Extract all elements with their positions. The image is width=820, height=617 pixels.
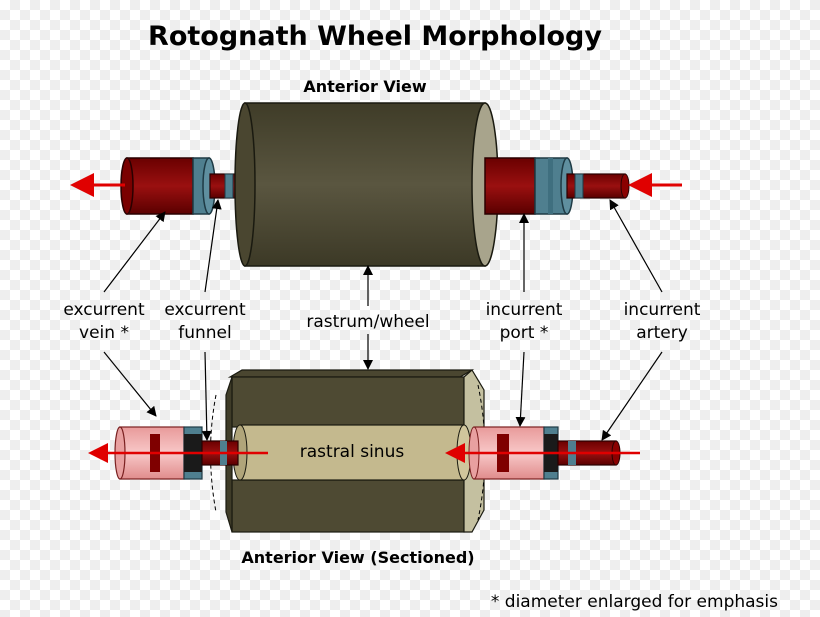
sectioned-rastrum-wheel <box>225 369 485 533</box>
rastral-sinus <box>232 424 472 481</box>
rastral-sinus-label: rastral sinus <box>300 442 405 462</box>
excurrent-funnel-label-line1: excurrent <box>164 300 246 320</box>
incurrent-port-label-line1: incurrent <box>486 300 563 320</box>
excurrent-funnel-pointer-bottom <box>201 351 212 441</box>
footnote: * diameter enlarged for emphasis <box>491 592 778 612</box>
incurrent-port-pointer-bottom <box>515 351 526 427</box>
sectioned-view-label: Anterior View (Sectioned) <box>241 548 474 567</box>
excurrent-funnel-label-line2: funnel <box>178 323 232 343</box>
right-section-dash <box>477 384 486 521</box>
top-rastrum-wheel <box>234 102 499 267</box>
top-wheel-assembly <box>70 102 682 267</box>
pointer-lines <box>103 199 663 441</box>
excurrent-vein-label-line1: excurrent <box>63 300 145 320</box>
top-excurrent-vein <box>120 157 216 215</box>
incurrent-artery-label-line1: incurrent <box>624 300 701 320</box>
sectioned-wheel-assembly: rastral sinus <box>88 369 640 533</box>
top-incurrent-artery <box>566 173 630 199</box>
diagram-title: Rotognath Wheel Morphology <box>148 21 602 52</box>
excurrent-vein-label-line2: vein * <box>79 323 129 343</box>
incurrent-artery-pointer-bottom <box>601 351 663 441</box>
excurrent-vein-pointer-bottom <box>103 351 157 417</box>
incurrent-artery-label-line2: artery <box>636 323 688 343</box>
top-view-label: Anterior View <box>303 77 427 96</box>
excurrent-funnel-pointer-top <box>204 199 222 293</box>
incurrent-port-label-line2: port * <box>500 323 549 343</box>
rastrum-wheel-label: rastrum/wheel <box>306 312 429 332</box>
top-incurrent-port <box>484 157 574 215</box>
excurrent-vein-pointer-top <box>103 211 166 293</box>
incurrent-artery-pointer-top <box>609 199 663 293</box>
